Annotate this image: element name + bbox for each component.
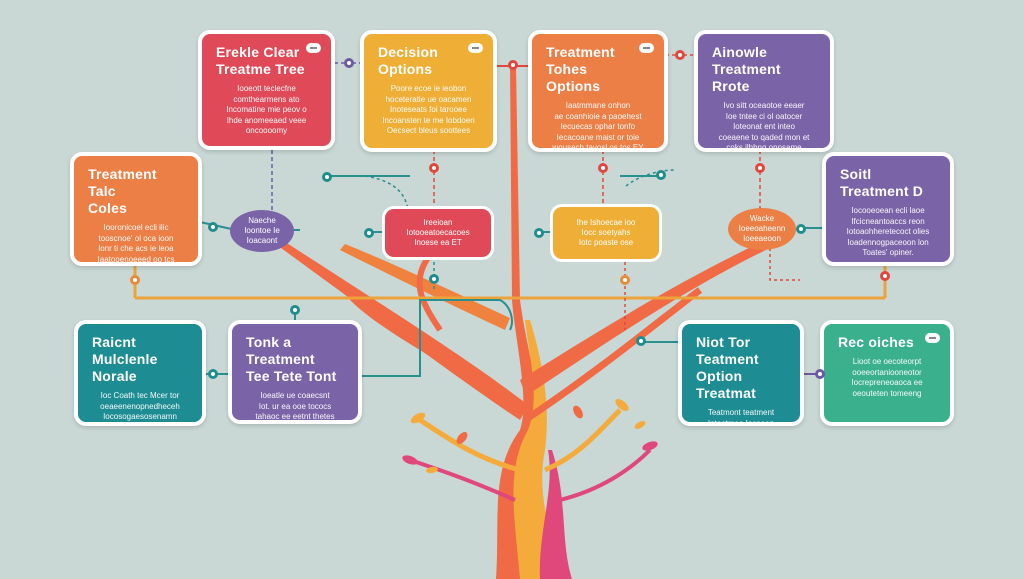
connector-dot[interactable]	[130, 275, 140, 285]
leaf	[634, 421, 646, 429]
branch-small-2	[544, 408, 622, 473]
connector-dot[interactable]	[364, 228, 374, 238]
card-body: Iaatmmane onhon ae coanhioie a paoehest …	[552, 101, 644, 152]
connector-dot[interactable]	[208, 369, 218, 379]
card-treatment-talc-coles: Treatment Talc Coles Iooronicoel ecli il…	[70, 152, 202, 266]
toggle-icon[interactable]	[639, 43, 654, 53]
leaf	[456, 432, 468, 444]
connector-dot[interactable]	[508, 60, 518, 70]
toggle-icon[interactable]	[925, 333, 940, 343]
tree-trunk	[496, 66, 548, 579]
card-body: Poore ecoe ie ieobon hoceteratie ue oaca…	[382, 84, 475, 135]
connector-dot[interactable]	[755, 163, 765, 173]
card-rec-oiches: Rec oiches Lioot oe oecoteorpt ooeeortan…	[820, 320, 954, 426]
card-body: Lioot oe oecoteorpt ooeeortaniooneotor I…	[851, 357, 923, 398]
leaf	[573, 405, 583, 419]
branch-small-4	[559, 448, 652, 502]
card-tonk-a-treatment: Tonk a Treatment Tee Tete Tont Ioeatle u…	[228, 320, 362, 424]
connector-dot[interactable]	[796, 224, 806, 234]
bubble-node-right[interactable]: Wacke Ioeeoaheenn Ioeeaeoon	[728, 208, 796, 250]
card-title: Rec oiches	[838, 334, 914, 350]
connector-dot[interactable]	[815, 369, 825, 379]
branch-small-3	[409, 458, 516, 502]
card-decision-options: Decision Options Poore ecoe ie ieobon ho…	[360, 30, 497, 152]
branch-left-mid	[350, 294, 505, 400]
card-body: Teatmont teatment Intoatmoe Iecaeen oeae…	[707, 408, 775, 426]
card-soitl-treatment-d: Soitl Treatment D Iocooeoean ecli laoe I…	[822, 152, 954, 266]
tree-trunk-shade	[539, 450, 572, 579]
bubble-node-left[interactable]: Naeche Ioontoe Ie Ioacaont	[230, 210, 294, 252]
branch-to-center-left	[416, 250, 443, 332]
card-niot-tor-teatment: Niot Tor Teatment Option Treatmat Teatmo…	[678, 320, 804, 426]
card-title: Niot Tor Teatment Option Treatmat	[696, 334, 759, 401]
connector-dot[interactable]	[598, 163, 608, 173]
card-body: Iocooeoean ecli laoe Ifcicneantoaccs reo…	[846, 206, 930, 257]
tree-trunk-highlight	[513, 320, 560, 579]
branch-right	[520, 238, 774, 396]
toggle-icon[interactable]	[468, 43, 483, 53]
card-title: Decision Options	[378, 44, 438, 77]
card-treatment-tohes-options: Treatment Tohes Options Iaatmmane onhon …	[528, 30, 668, 152]
card-body: Ivo sitt oceaotoe eeaer Ioe tntee ci ol …	[718, 101, 810, 152]
connector-dot[interactable]	[620, 275, 630, 285]
card-title: Soitl Treatment D	[840, 166, 924, 199]
connector-dot[interactable]	[429, 163, 439, 173]
connector-dot[interactable]	[322, 172, 332, 182]
card-body: Iooeott teclecfne comthearmens ato Incom…	[226, 84, 307, 135]
connector-dot[interactable]	[675, 50, 685, 60]
card-title: Erekle Clear Treatme Tree	[216, 44, 305, 77]
card-title: Treatment Talc Coles	[88, 166, 157, 216]
connector-dot[interactable]	[344, 58, 354, 68]
card-ainowle-treatment-rrote: Ainowle Treatment Rrote Ivo sitt oceaoto…	[694, 30, 834, 152]
connector-dot[interactable]	[534, 228, 544, 238]
decision-node-right[interactable]: Ihe Ishoecae ioo Iocc soetyahs Iotc poas…	[550, 204, 662, 262]
leaf	[402, 455, 418, 465]
toggle-icon[interactable]	[306, 43, 321, 53]
leaf	[410, 412, 426, 424]
card-title: Treatment Tohes Options	[546, 44, 615, 94]
connector-dot[interactable]	[880, 271, 890, 281]
connector-dot[interactable]	[429, 274, 439, 284]
card-body: Ioeatle ue coaecsnt Iot. ur ea ooe tococ…	[255, 391, 335, 421]
leaf	[426, 466, 438, 474]
decision-node-left[interactable]: Ireeioan Iotooeatoecacoes Inoese ea ET	[382, 206, 494, 260]
card-raicnt-mulclenle-norale: Raicnt Mulclenle Norale Ioc Coath tec Mc…	[74, 320, 206, 426]
connector-dot[interactable]	[208, 222, 218, 232]
leaf	[642, 441, 658, 451]
leaf	[615, 399, 629, 411]
branch-small-1	[418, 417, 521, 473]
branch-right-lower	[523, 287, 703, 423]
connector-dot[interactable]	[656, 170, 666, 180]
card-title: Tonk a Treatment Tee Tete Tont	[246, 334, 337, 384]
card-body: Ioc Coath tec Mcer tor oeaeenenopnedhece…	[100, 391, 180, 421]
card-erekle-clear-treatme-tree: Erekle Clear Treatme Tree Iooeott teclec…	[198, 30, 335, 150]
branch-left-upper	[340, 244, 510, 330]
connector-dot[interactable]	[290, 305, 300, 315]
card-title: Raicnt Mulclenle Norale	[92, 334, 158, 384]
card-body: Iooronicoel ecli ilic tooscnoe' ol oca i…	[97, 223, 175, 264]
connector-dot[interactable]	[636, 336, 646, 346]
card-title: Ainowle Treatment Rrote	[712, 44, 781, 94]
